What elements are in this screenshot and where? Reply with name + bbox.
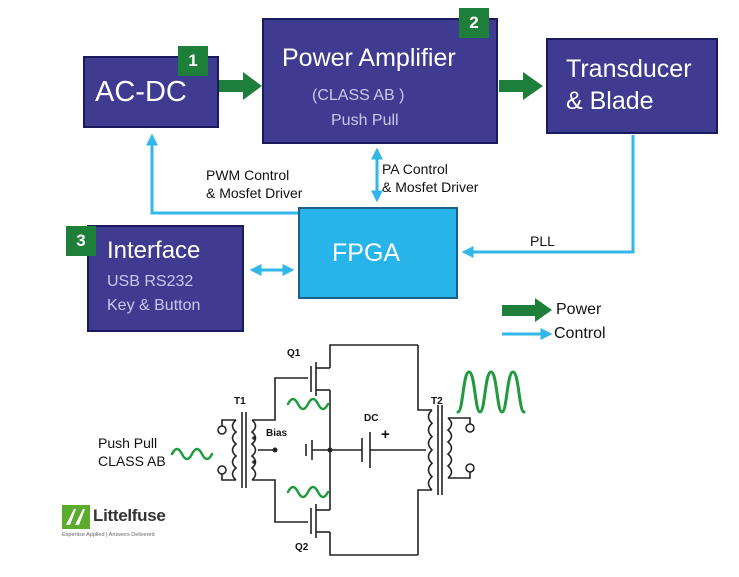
control-line-pll (461, 135, 635, 258)
pa-pushpull-label: Push Pull (331, 112, 399, 129)
power-arrow-acdc-to-pa (219, 72, 262, 100)
dc-plus-label: + (381, 426, 390, 443)
power-amplifier-block: Power Amplifier (CLASS AB ) Push Pull (262, 18, 498, 144)
t2-terminal-bottom (465, 463, 475, 473)
dc-label: DC (364, 413, 379, 424)
q2-gate-waveform (286, 485, 330, 499)
interface-block: Interface USB RS232 Key & Button (87, 225, 244, 332)
interface-title: Interface (107, 237, 201, 264)
q2-label: Q2 (295, 542, 309, 553)
interface-usb-label: USB RS232 (107, 273, 194, 290)
pa-control-label: PA Control & Mosfet Driver (382, 161, 479, 195)
littelfuse-name: Littelfuse (93, 506, 166, 525)
littelfuse-tagline: Expertise Applied | Answers Delivered (62, 532, 155, 538)
fpga-title: FPGA (332, 239, 401, 267)
legend-power-arrow (502, 298, 552, 322)
transducer-line2: & Blade (566, 87, 654, 115)
output-waveform (456, 370, 526, 414)
q1-label: Q1 (287, 348, 301, 359)
littelfuse-logo: Littelfuse Expertise Applied | Answers D… (62, 503, 202, 543)
badge-1: 1 (178, 46, 208, 76)
fpga-block: FPGA (298, 207, 458, 299)
littelfuse-mark-icon (62, 505, 90, 529)
t1-terminal-top (217, 425, 227, 435)
control-line-fpga-to-acdc (146, 133, 300, 215)
q1-gate-waveform (286, 397, 330, 411)
pa-title: Power Amplifier (282, 44, 456, 72)
t2-label: T2 (431, 396, 443, 407)
input-waveform (170, 447, 214, 461)
badge-3: 3 (66, 226, 96, 256)
interface-key-label: Key & Button (107, 297, 201, 314)
t1-terminal-bottom (217, 465, 227, 475)
t2-terminal-top (465, 423, 475, 433)
transducer-line1: Transducer (566, 55, 692, 83)
acdc-title: AC-DC (95, 76, 187, 108)
legend-power-label: Power (556, 301, 602, 318)
badge-2: 2 (459, 8, 489, 38)
t1-label: T1 (234, 396, 246, 407)
pa-class-label: (CLASS AB ) (312, 87, 405, 104)
pwm-control-label: PWM Control & Mosfet Driver (206, 167, 303, 201)
input-signal-label: Push Pull CLASS AB (98, 435, 166, 469)
power-arrow-pa-to-transducer (499, 72, 543, 100)
transducer-block: Transducer & Blade (546, 38, 718, 134)
legend-control-label: Control (554, 325, 606, 342)
pll-label: PLL (530, 233, 555, 249)
bias-label: Bias (266, 428, 288, 439)
